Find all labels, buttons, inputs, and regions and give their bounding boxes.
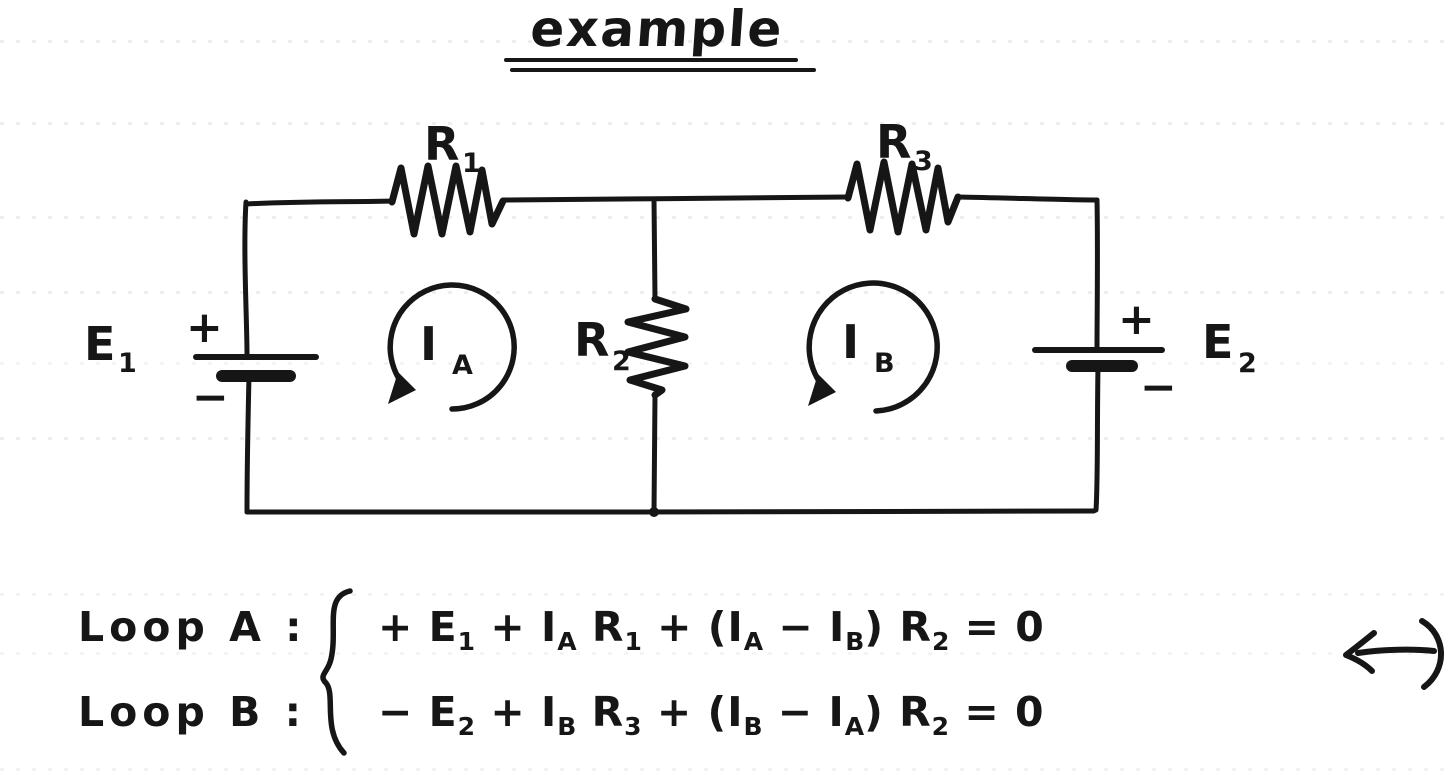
- label-e1-sub: 1: [118, 348, 137, 379]
- e1-minus-sign: −: [192, 372, 229, 423]
- wire-top-right: [955, 194, 1100, 203]
- wire-left-lower: [244, 373, 252, 515]
- label-r2: R: [574, 313, 609, 367]
- wire-top-left: [243, 198, 395, 207]
- wire-top-middle: [500, 194, 851, 203]
- label-r3-sub: 3: [914, 146, 933, 177]
- loop-b-circle: [806, 280, 940, 414]
- wire-left-upper: [242, 199, 250, 358]
- equation-loop-a-terms: + E1 + IA R1 + (IA − IB) R2 = 0: [378, 603, 1045, 656]
- equation-loop-a: Loop A : + E1 + IA R1 + (IA − IB) R2 = 0: [78, 603, 1045, 656]
- equation-loop-b-label: Loop B :: [78, 688, 307, 736]
- wire-bottom: [244, 508, 1097, 515]
- resistor-r3-symbol: [844, 158, 962, 236]
- label-r1: R: [424, 117, 459, 171]
- loop-a-arrowhead-icon: [388, 372, 416, 404]
- left-arrow-icon: [1343, 618, 1444, 690]
- label-loop-a-current: I: [420, 317, 437, 371]
- e1-plus-sign: +: [186, 302, 223, 353]
- label-e2: E: [1202, 315, 1233, 369]
- e2-plus-sign: +: [1118, 294, 1155, 345]
- wire-right-lower: [1093, 364, 1101, 513]
- label-loop-b-current: I: [842, 315, 859, 369]
- equation-loop-a-label: Loop A :: [78, 603, 307, 651]
- equation-loop-b: Loop B : − E2 + IB R3 + (IB − IA) R2 = 0: [78, 688, 1045, 741]
- title-underline: [504, 58, 798, 62]
- e2-minus-sign: −: [1140, 362, 1177, 413]
- label-r1-sub: 1: [462, 148, 481, 179]
- wire-middle-upper: [651, 196, 658, 302]
- loop-b-arrowhead-icon: [808, 374, 836, 406]
- resistor-r1-symbol: [388, 162, 507, 238]
- label-loop-a-sub: A: [452, 350, 473, 381]
- equation-loop-b-terms: − E2 + IB R3 + (IB − IA) R2 = 0: [378, 688, 1045, 741]
- curly-brace-icon: [320, 588, 353, 756]
- node-dot: [649, 507, 659, 517]
- label-r3: R: [876, 115, 911, 169]
- wire-middle-lower: [651, 392, 658, 515]
- title-block: example: [492, 0, 822, 72]
- label-r2-sub: 2: [612, 346, 631, 377]
- resistor-r2-symbol: [624, 295, 690, 399]
- title-underline-2: [510, 68, 816, 72]
- label-e1: E: [84, 317, 115, 371]
- label-e2-sub: 2: [1238, 348, 1257, 379]
- loop-a-circle: [387, 282, 517, 412]
- label-loop-b-sub: B: [874, 348, 895, 379]
